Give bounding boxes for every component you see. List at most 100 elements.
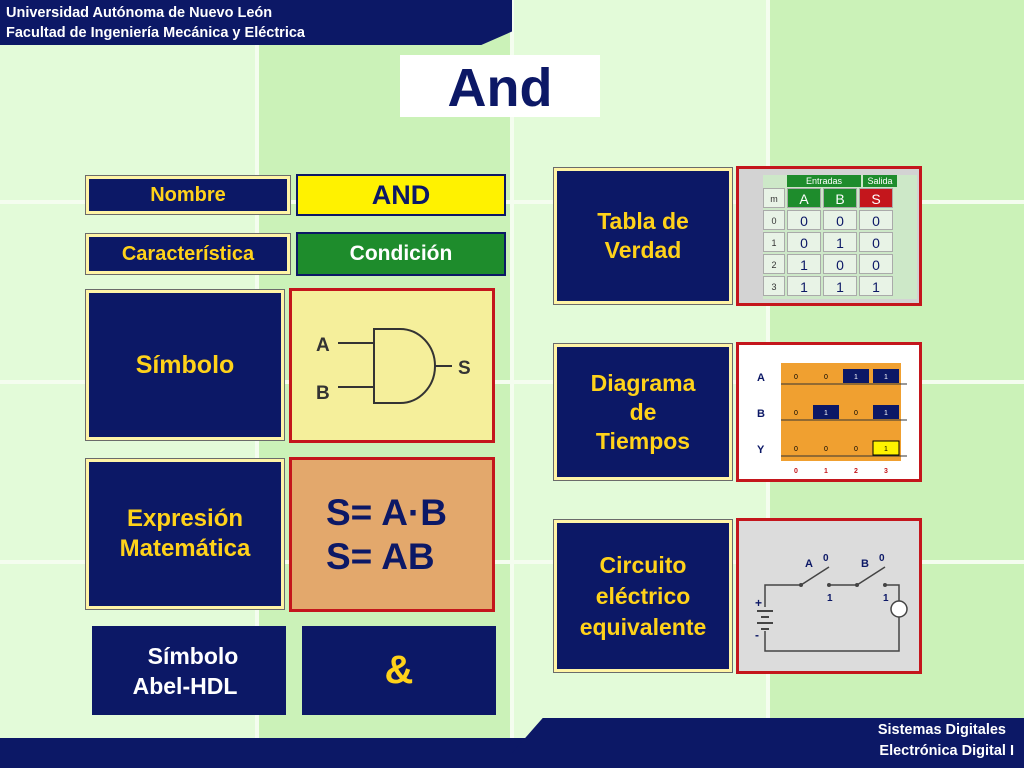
- timing-cell-value: 0: [824, 374, 828, 381]
- faculty-name: Facultad de Ingeniería Mecánica y Eléctr…: [6, 25, 305, 41]
- diagrama-label-line2: de: [629, 398, 657, 425]
- timing-cell: [873, 369, 899, 383]
- timing-step-label: 2: [854, 468, 858, 475]
- tabla-label: Tabla de Verdad: [554, 168, 732, 304]
- truth-table-cell: 1: [787, 254, 821, 274]
- timing-signal-label: A: [757, 372, 765, 384]
- grid-line: [0, 560, 1024, 564]
- truth-table-cell: 1: [787, 276, 821, 296]
- truth-table-cell: 1: [763, 232, 785, 252]
- expression-2: S= AB: [326, 535, 435, 577]
- timing-cell-value: 0: [854, 446, 858, 453]
- truth-table-cell: 1: [823, 276, 857, 296]
- timing-cell-value: 1: [884, 374, 888, 381]
- timing-cell-value: 0: [854, 410, 858, 417]
- and-gate-symbol-panel: A B S: [289, 288, 495, 443]
- truth-table-header-cell: m: [763, 188, 785, 208]
- timing-cell-value: 1: [854, 374, 858, 381]
- grid-line: [0, 380, 1024, 384]
- timing-cell: [843, 369, 869, 383]
- timing-step-label: 1: [824, 468, 828, 475]
- truth-table-cell: 0: [859, 210, 893, 230]
- circuito-label: Circuito eléctrico equivalente: [554, 520, 732, 672]
- timing-cell: [813, 405, 839, 419]
- symbol-input-a: A: [316, 335, 330, 356]
- university-name: Universidad Autónoma de Nuevo León: [6, 5, 273, 21]
- and-gate-icon: A B S: [316, 328, 471, 404]
- truth-table-output-header: Salida: [863, 175, 897, 187]
- timing-cell-value: 1: [884, 410, 888, 417]
- battery-plus: +: [755, 596, 762, 610]
- switch-a-icon: [800, 566, 830, 586]
- circuito-label-line1: Circuito: [599, 551, 687, 578]
- truth-table-header-cell: S: [859, 188, 893, 208]
- truth-table-cell: 1: [823, 232, 857, 252]
- timing-cell-value: 0: [824, 446, 828, 453]
- tabla-label-line2: Verdad: [604, 237, 682, 263]
- diagrama-label-line3: Tiempos: [595, 427, 691, 454]
- page-title: And: [400, 55, 600, 118]
- subject-name: Electrónica Digital I: [879, 743, 1014, 759]
- grid-line: [510, 0, 514, 768]
- truth-table-cell: 0: [763, 210, 785, 230]
- truth-table-cell: 0: [859, 232, 893, 252]
- expresion-label-line1: Expresión: [126, 505, 244, 532]
- circuito-label-line3: equivalente: [579, 613, 707, 640]
- timing-cell-value: 0: [794, 446, 798, 453]
- timing-cell-value: 1: [884, 446, 888, 453]
- timing-step-label: 3: [884, 468, 888, 475]
- switch-b-label: B: [861, 558, 869, 570]
- switch-a-label: A: [805, 558, 813, 570]
- truth-table-cell: 0: [787, 210, 821, 230]
- symbol-input-b: B: [316, 383, 330, 404]
- truth-table-cell: 2: [763, 254, 785, 274]
- diagrama-label-line1: Diagrama: [590, 369, 696, 396]
- timing-step-label: 0: [794, 468, 798, 475]
- circuit-diagram: + - A B 0 0 1 1: [755, 553, 908, 652]
- expresion-label-line2: Matemática: [119, 535, 251, 562]
- symbol-output: S: [458, 358, 471, 379]
- abel-label: Símbolo Abel-HDL: [92, 626, 286, 715]
- timing-cell-value: 1: [824, 410, 828, 417]
- switch-b-icon: [856, 566, 886, 586]
- abel-label-line2: Abel-HDL: [132, 672, 238, 699]
- switch-b-off: 0: [879, 553, 885, 564]
- caracteristica-label: Característica: [86, 234, 290, 274]
- timing-cell: [872, 440, 900, 456]
- caracteristica-value: Condición: [296, 232, 506, 276]
- truth-table-cell: 0: [823, 210, 857, 230]
- expresion-label: Expresión Matemática: [86, 459, 284, 609]
- truth-table-cell: 1: [859, 276, 893, 296]
- truth-table-cell: 3: [763, 276, 785, 296]
- timing-signal-label: Y: [757, 444, 765, 456]
- nombre-label: Nombre: [86, 176, 290, 214]
- truth-table-cell: 0: [823, 254, 857, 274]
- nombre-value: AND: [296, 174, 506, 216]
- timing-cell-value: 0: [794, 374, 798, 381]
- lamp-icon: [890, 600, 908, 618]
- switch-a-on: 1: [827, 593, 833, 604]
- switch-a-off: 0: [823, 553, 829, 564]
- expression-1: S= A·B: [326, 491, 447, 533]
- truth-table-cell: 0: [787, 232, 821, 252]
- truth-table-cell: 0: [859, 254, 893, 274]
- simbolo-label: Símbolo: [86, 290, 284, 440]
- abel-label-line1: Símbolo: [147, 642, 239, 669]
- diagrama-label: Diagrama de Tiempos: [554, 344, 732, 480]
- truth-table-header-cell: B: [823, 188, 857, 208]
- footer-bar: [512, 718, 1024, 768]
- circuit-panel: + - A B 0 0 1 1: [736, 518, 922, 674]
- tabla-label-line1: Tabla de: [597, 208, 689, 234]
- expression-panel: S= A·B S= AB: [289, 457, 495, 612]
- grid-line: [0, 200, 1024, 204]
- switch-b-on: 1: [883, 593, 889, 604]
- truth-table-inputs-header: Entradas: [787, 175, 861, 187]
- truth-table-header-cell: A: [787, 188, 821, 208]
- timing-cell: [873, 405, 899, 419]
- course-name: Sistemas Digitales: [877, 722, 1006, 738]
- circuito-label-line2: eléctrico: [595, 582, 691, 609]
